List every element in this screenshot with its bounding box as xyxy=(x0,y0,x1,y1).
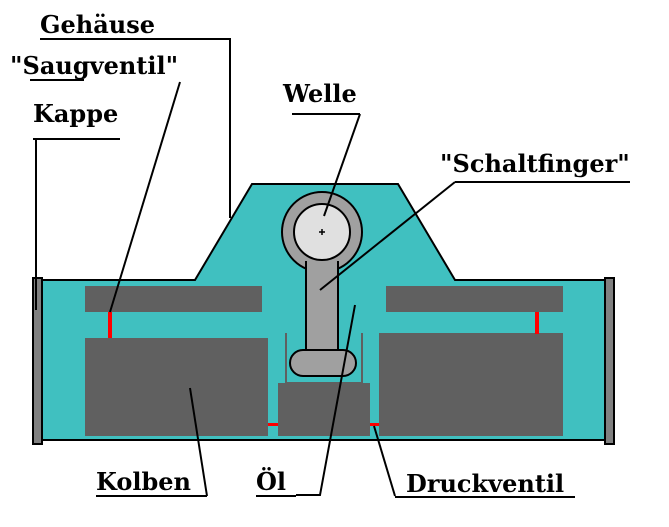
pressure-valve-left xyxy=(268,423,278,426)
switch-finger-arm xyxy=(305,261,339,357)
label-oel: Öl xyxy=(256,467,286,496)
label-gehaeuse: Gehäuse xyxy=(40,10,155,39)
upper-right-block xyxy=(386,286,563,312)
right-cap xyxy=(604,277,615,445)
right-gap xyxy=(371,333,379,420)
right-piston xyxy=(379,333,563,436)
label-druckventil: Druckventil xyxy=(406,469,564,498)
label-saugventil: "Saugventil" xyxy=(10,51,178,80)
center-block xyxy=(278,383,370,436)
leader-kolben xyxy=(189,387,208,497)
label-schaltfinger: "Schaltfinger" xyxy=(440,149,630,178)
leader-gehaeuse xyxy=(44,38,231,218)
pressure-valve-right xyxy=(370,423,379,426)
left-cap xyxy=(32,277,43,445)
leader-saugventil xyxy=(109,81,181,313)
left-piston xyxy=(85,338,268,436)
label-welle: Welle xyxy=(282,79,357,108)
label-kolben: Kolben xyxy=(96,467,191,496)
switch-finger-foot xyxy=(289,349,357,377)
suction-valve-left xyxy=(108,312,112,338)
left-gap xyxy=(268,338,276,420)
leader-welle xyxy=(323,113,361,217)
label-kappe: Kappe xyxy=(33,99,118,128)
leader-schaltfinger xyxy=(319,181,456,291)
switch-finger-joint-cover xyxy=(307,258,337,272)
shaft-center-mark xyxy=(319,229,325,235)
leader-oel xyxy=(296,304,356,496)
suction-valve-right xyxy=(535,312,539,334)
oil-chamber xyxy=(285,333,363,384)
leader-druckventil xyxy=(373,425,396,497)
